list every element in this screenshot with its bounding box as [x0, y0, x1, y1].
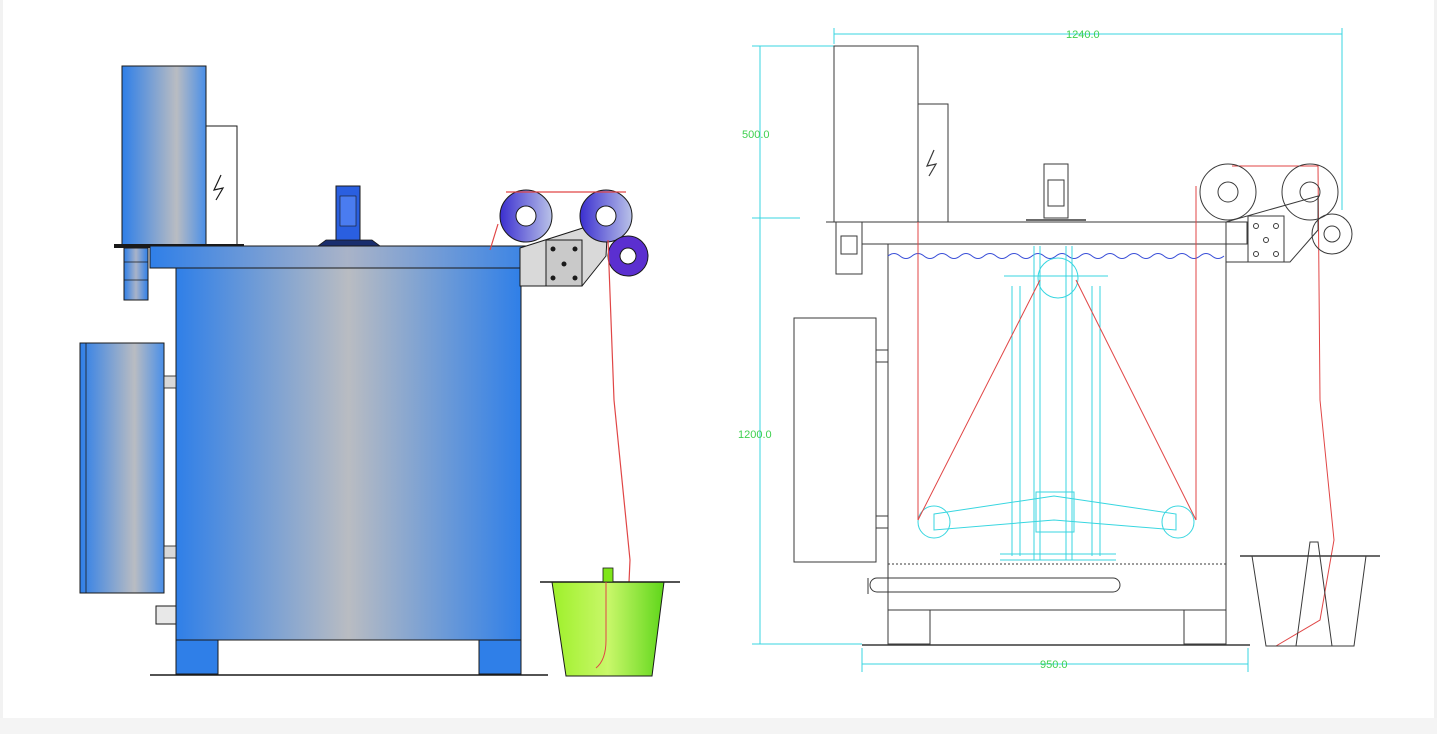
drawing-heater — [869, 577, 1121, 593]
drawing-leg-right — [1183, 609, 1227, 645]
drawing-lightning-icon — [925, 149, 938, 177]
drawing-control-box — [833, 45, 919, 223]
dimension-top-height: 500.0 — [742, 129, 770, 141]
tank-body — [175, 267, 522, 641]
bucket — [551, 581, 665, 677]
color-rendering — [79, 65, 680, 677]
drawing-tank-body — [887, 243, 1227, 611]
drawing-left-motor — [835, 221, 863, 275]
drain-valve — [155, 605, 177, 625]
tank-leg-right — [478, 639, 522, 675]
internal-rack — [917, 246, 1195, 561]
drawing-electric-panel — [917, 103, 949, 223]
dimension-body-height: 1200.0 — [738, 429, 772, 441]
top-control-box — [121, 65, 207, 247]
drawing-belt — [917, 165, 1335, 647]
drawing-tank-lid — [861, 221, 1248, 245]
drawing-side-cabinet — [793, 317, 877, 563]
dimension-overall-width: 1240.0 — [1066, 29, 1100, 41]
tank-leg-left — [175, 639, 219, 675]
liquid-level-wave — [887, 253, 1225, 259]
frame-border-left — [0, 0, 3, 734]
frame-border-right — [1434, 0, 1437, 734]
tank-lid — [149, 245, 546, 269]
lightning-icon — [212, 174, 225, 201]
drawing-pulley-right — [1281, 163, 1339, 221]
drawing-pulley-small — [1311, 213, 1353, 255]
electric-panel — [205, 125, 238, 247]
drawing-agitator-motor — [1043, 163, 1069, 219]
dimension-leg-span: 950.0 — [1040, 659, 1068, 671]
drawing-pulley-left — [1199, 163, 1257, 221]
technical-drawing — [752, 28, 1380, 672]
frame-border-bottom — [0, 718, 1437, 734]
side-cabinet — [79, 342, 165, 594]
drawing-leg-left — [887, 609, 931, 645]
drawing-bucket — [1251, 555, 1367, 647]
left-motor — [123, 247, 149, 301]
drawing-pulley-bracket — [1225, 195, 1319, 263]
